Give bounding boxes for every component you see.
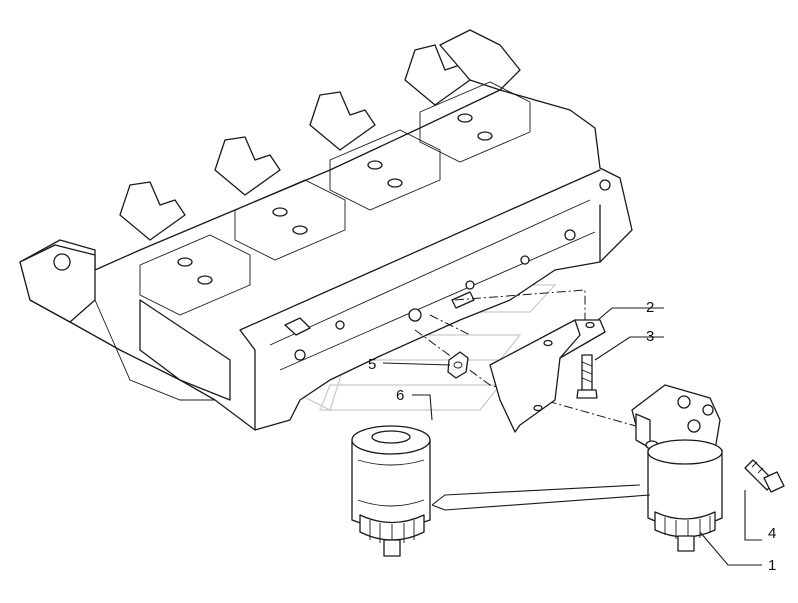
- callout-4: 4: [768, 525, 776, 542]
- callout-1: 1: [768, 557, 776, 574]
- callout-3: 3: [646, 328, 654, 345]
- cylinder-head-assembly: [19, 29, 633, 431]
- mounting-bracket: [489, 319, 606, 433]
- group-brace: [431, 484, 651, 511]
- callout-6: 6: [396, 387, 404, 404]
- leader-lines: [382, 307, 762, 566]
- bolt-4: [744, 459, 785, 493]
- callout-2: 2: [646, 299, 654, 316]
- filter-cartridge-exploded: [351, 425, 431, 557]
- nut-5: [447, 351, 469, 379]
- bolt-3: [576, 354, 598, 399]
- fuel-filter-assembly: [631, 384, 723, 552]
- assembly-guide-lines: [414, 289, 651, 431]
- callout-5: 5: [368, 356, 376, 373]
